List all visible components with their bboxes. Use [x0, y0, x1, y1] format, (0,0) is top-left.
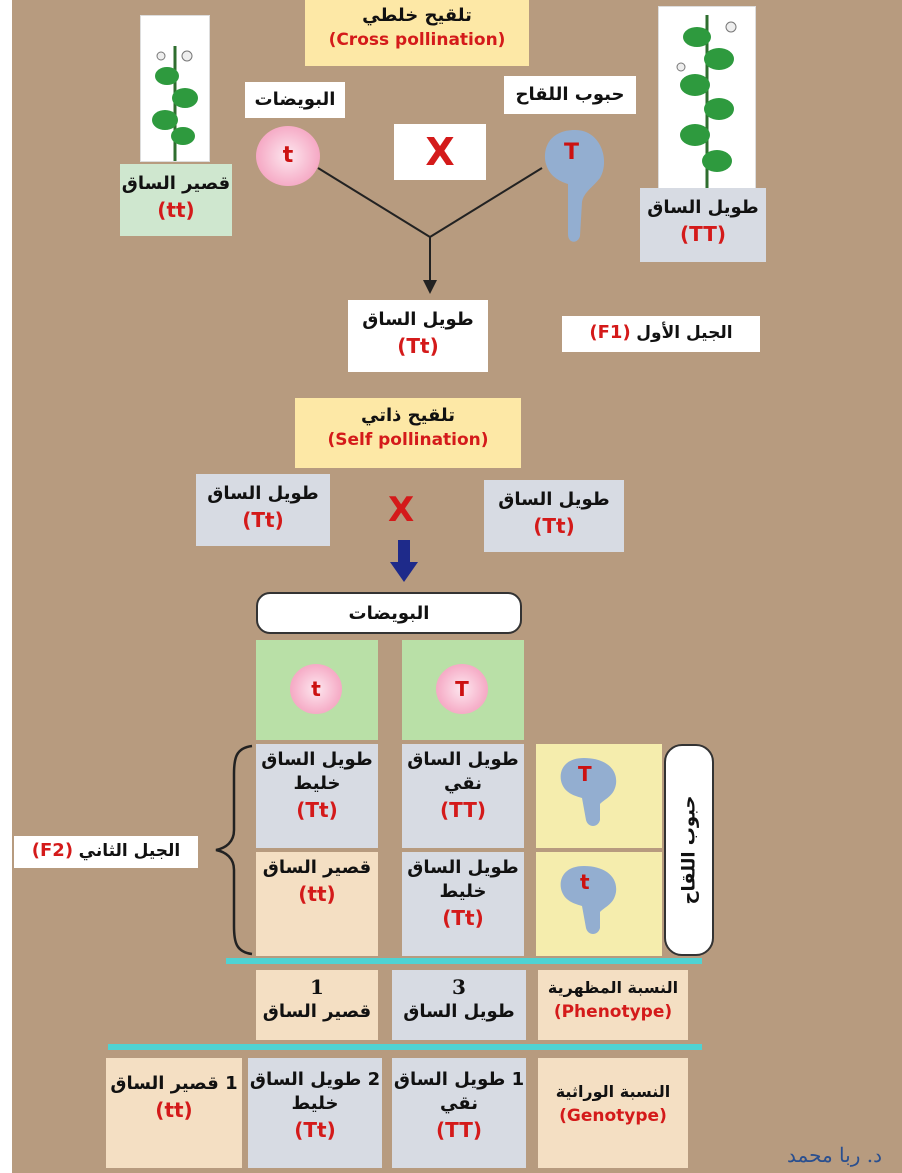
cross-pollination-title: تلقيح خلطي (Cross pollination) — [305, 0, 529, 66]
genotype-Tt: 2 طويل الساق خليط (Tt) — [248, 1058, 382, 1168]
pollen-grain-T: T — [540, 122, 610, 250]
self-cross-sign: X — [388, 490, 415, 530]
eggs-label: البويضات — [245, 82, 345, 118]
punnett-pollen-row-2: t — [536, 852, 662, 956]
punnett-cell-4: طويل الساق خليط (Tt) — [402, 852, 524, 956]
f1-generation-label: الجيل الأول (F1) — [562, 316, 760, 352]
divider-line — [108, 1044, 702, 1050]
pollen-label: حبوب اللقاح — [504, 76, 636, 114]
egg-cell: t — [290, 664, 342, 714]
self-right-parent: طويل الساق (Tt) — [484, 480, 624, 552]
genotype-TT: 1 طويل الساق نقي (TT) — [392, 1058, 526, 1168]
divider-line — [226, 958, 702, 964]
punnett-egg-col-2: T — [402, 640, 524, 740]
genotype-label: النسبة الوراثية (Genotype) — [538, 1058, 688, 1168]
f2-brace — [215, 744, 253, 956]
self-pollination-title: تلقيح ذاتي (Self pollination) — [295, 398, 521, 468]
punnett-eggs-header: البويضات — [256, 592, 522, 634]
f1-offspring-box: طويل الساق (Tt) — [348, 300, 488, 372]
cross-sign-box: X — [394, 124, 486, 180]
short-parent-box: قصير الساق (tt) — [120, 164, 232, 236]
punnett-cell-3: قصير الساق (tt) — [256, 852, 378, 956]
tall-parent-box: طويل الساق (TT) — [640, 188, 766, 262]
punnett-cell-1: طويل الساق خليط (Tt) — [256, 744, 378, 848]
punnett-cell-2: طويل الساق نقي (TT) — [402, 744, 524, 848]
genotype-tt: 1 قصير الساق (tt) — [106, 1058, 242, 1168]
punnett-pollen-row-1: T — [536, 744, 662, 848]
author-credit: د. ربا محمد — [787, 1143, 882, 1167]
phenotype-tall: 3 طويل الساق — [392, 970, 526, 1040]
cross-title-en: (Cross pollination) — [328, 30, 506, 50]
punnett-pollen-header: حبوب اللقاح — [664, 744, 714, 956]
egg-cell-t: t — [256, 126, 320, 186]
self-left-parent: طويل الساق (Tt) — [196, 474, 330, 546]
down-arrow-icon — [390, 540, 418, 582]
diagram-canvas: تلقيح خلطي (Cross pollination) — [12, 0, 902, 1173]
phenotype-label: النسبة المظهرية (Phenotype) — [538, 970, 688, 1040]
f2-generation-label: الجيل الثاني (F2) — [14, 836, 198, 868]
egg-cell: T — [436, 664, 488, 714]
punnett-egg-col-1: t — [256, 640, 378, 740]
tall-plant-image — [658, 6, 756, 190]
short-plant-image — [140, 15, 210, 162]
cross-title-ar: تلقيح خلطي — [362, 5, 472, 26]
cross-lines — [317, 167, 543, 294]
phenotype-short: 1 قصير الساق — [256, 970, 378, 1040]
cross-sign: X — [425, 130, 455, 174]
